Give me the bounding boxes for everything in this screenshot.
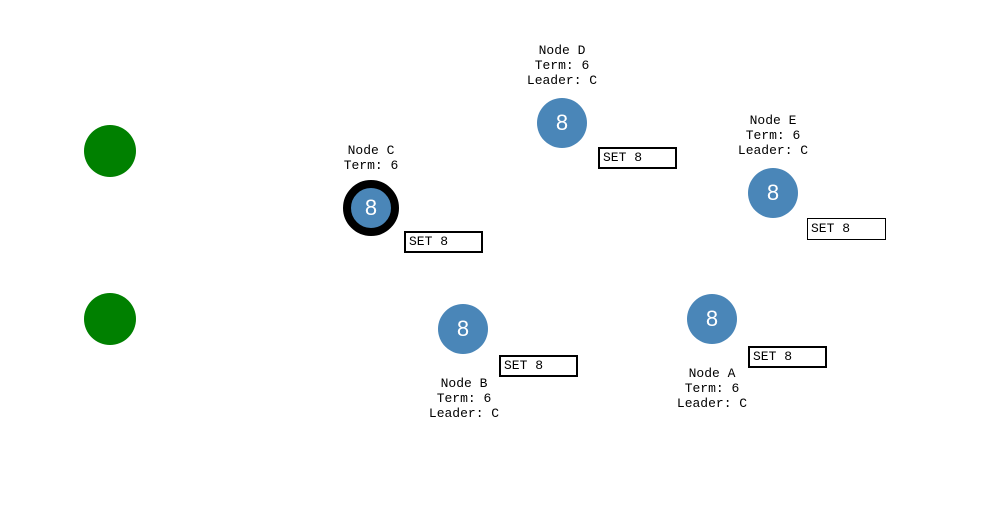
node-a-value: 8 [705,306,719,331]
node-b-value: 8 [456,316,470,341]
client-token-2[interactable] [84,293,136,345]
node-c-name: Node C [347,143,395,158]
node-a-log-text: SET 8 [753,349,793,364]
node-d-name: Node D [538,43,586,58]
node-b-name: Node B [440,376,488,391]
client-token-1[interactable] [84,125,136,177]
node-d-leader: Leader: C [526,73,598,88]
node-d-log-text: SET 8 [603,150,643,165]
node-d-term: Term: 6 [534,58,590,73]
node-c-log-entry: SET 8 [404,231,483,253]
node-b-leader: Leader: C [428,406,500,421]
node-b-log-entry: SET 8 [499,355,578,377]
node-d-log-entry: SET 8 [598,147,677,169]
node-a-log-entry: SET 8 [748,346,827,368]
node-c-term: Term: 6 [343,158,399,173]
node-e-circle[interactable]: 8 [748,168,798,218]
node-a-name: Node A [688,366,736,381]
node-e-leader: Leader: C [737,143,809,158]
node-a-term: Term: 6 [684,381,740,396]
node-d-circle[interactable]: 8 [537,98,587,148]
node-b-term: Term: 6 [436,391,492,406]
node-b-circle[interactable]: 8 [438,304,488,354]
node-a-circle[interactable]: 8 [687,294,737,344]
node-a-leader: Leader: C [676,396,748,411]
node-e-log-text: SET 8 [811,221,851,236]
node-d-value: 8 [555,110,569,135]
node-c-log-text: SET 8 [409,234,449,249]
node-e-value: 8 [766,180,780,205]
node-c-value: 8 [364,195,378,220]
node-e-log-entry: SET 8 [807,218,886,240]
node-e-name: Node E [749,113,797,128]
node-b-log-text: SET 8 [504,358,544,373]
node-e-term: Term: 6 [745,128,801,143]
node-c-circle-leader[interactable]: 8 [343,180,399,236]
